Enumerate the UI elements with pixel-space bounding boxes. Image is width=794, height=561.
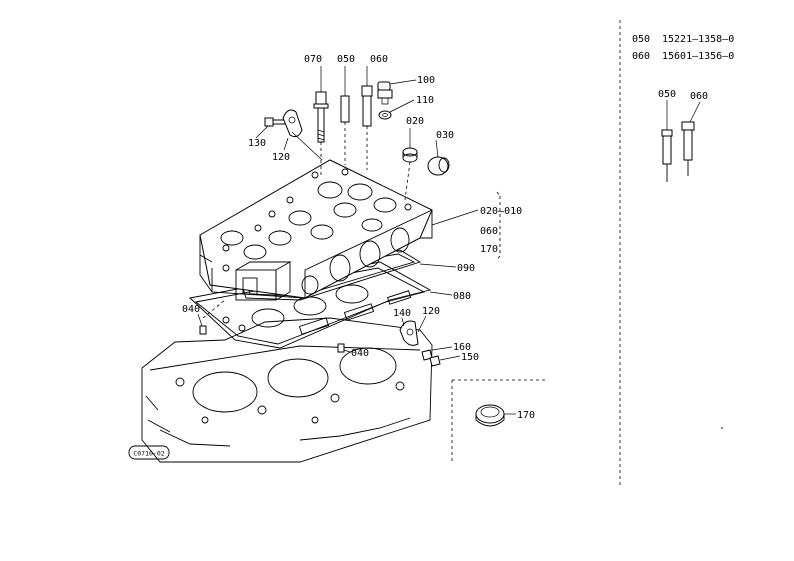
plug-100 (377, 81, 393, 105)
parts-list-code-1: 050 (632, 34, 650, 45)
inset-frame (451, 379, 548, 462)
cap-030 (427, 156, 450, 176)
callout-160: 160 (453, 342, 471, 353)
dowel-040-mid (337, 343, 345, 353)
leader-lines (197, 66, 701, 415)
hanger-120-right (399, 320, 419, 346)
cylinder-block (141, 317, 433, 463)
callout-120-top: 120 (272, 152, 290, 163)
detail-valve-guide-060 (681, 121, 695, 176)
nut-150 (429, 355, 441, 367)
valve-guide-060 (361, 85, 373, 170)
callout-120-right: 120 (422, 306, 440, 317)
callout-020-010: 020—010 (480, 206, 522, 217)
washer-110 (378, 110, 392, 120)
head-gasket (189, 261, 432, 349)
callout-040-left: 040 (182, 304, 200, 315)
callout-170: 170 (517, 410, 535, 421)
parts-list-number-2: 15601—1356—0 (662, 51, 734, 62)
callout-030: 030 (436, 130, 454, 141)
callout-080: 080 (453, 291, 471, 302)
stray-mark (721, 427, 723, 429)
callout-140: 140 (393, 308, 411, 319)
detail-valve-guide-050 (661, 129, 673, 182)
parts-list: 050 15221—1358—0 060 15601—1356—0 (632, 34, 734, 62)
callout-100: 100 (417, 75, 435, 86)
callout-060: 060 (370, 54, 388, 65)
hanger-120-top (282, 109, 323, 161)
figure-code-text: C0710-02 (133, 450, 164, 458)
group-bracket (495, 191, 501, 261)
callout-060-detail: 060 (690, 91, 708, 102)
callout-150: 150 (461, 352, 479, 363)
ring-020 (402, 147, 418, 201)
figure-code-stamp: C0710-02 (128, 445, 170, 460)
valve-guide-050 (340, 95, 350, 165)
callout-050: 050 (337, 54, 355, 65)
callout-070: 070 (304, 54, 322, 65)
callout-060-group: 060 (480, 226, 498, 237)
callout-050-detail: 050 (658, 89, 676, 100)
head-bolt (313, 91, 329, 178)
seal-170 (475, 404, 505, 427)
parts-list-code-2: 060 (632, 51, 650, 62)
dowel-040-left (199, 299, 226, 335)
callout-130: 130 (248, 138, 266, 149)
callout-110: 110 (416, 95, 434, 106)
callout-020: 020 (406, 116, 424, 127)
callout-090: 090 (457, 263, 475, 274)
cylinder-head (199, 159, 433, 301)
parts-list-number-1: 15221—1358—0 (662, 34, 734, 45)
callout-040-mid: 040 (351, 348, 369, 359)
callout-170-group: 170 (480, 244, 498, 255)
